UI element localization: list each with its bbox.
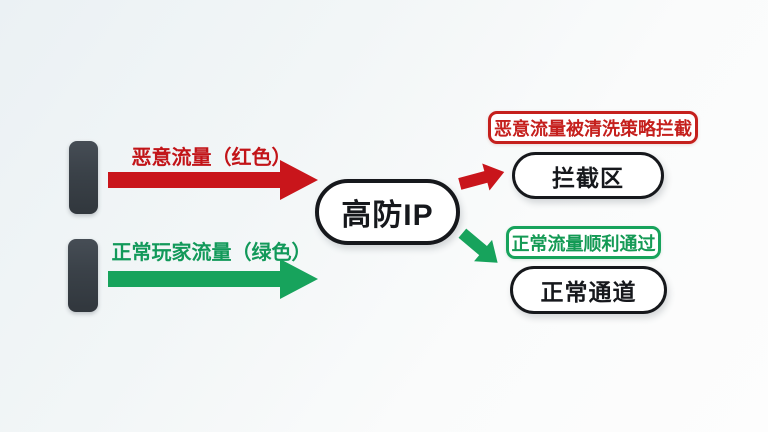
normal-flow-arrow-icon bbox=[108, 259, 318, 299]
malicious-note-badge: 恶意流量被清洗策略拦截 bbox=[488, 111, 698, 144]
normal-note-badge: 正常流量顺利通过 bbox=[506, 226, 661, 259]
pass-branch-arrow-icon bbox=[458, 228, 498, 263]
high-defense-ip-label: 高防IP bbox=[341, 199, 434, 232]
interception-zone-label: 拦截区 bbox=[552, 164, 624, 191]
blocked-branch-arrow-icon bbox=[458, 163, 505, 191]
interception-zone-node: 拦截区 bbox=[512, 152, 664, 199]
normal-source-device-bar bbox=[68, 239, 98, 312]
normal-channel-node: 正常通道 bbox=[510, 266, 667, 314]
normal-channel-label: 正常通道 bbox=[540, 279, 637, 305]
normal-flow-label: 正常玩家流量（绿色） bbox=[111, 242, 312, 264]
high-defense-ip-node: 高防IP bbox=[315, 179, 460, 245]
malicious-flow-label: 恶意流量（红色） bbox=[131, 147, 292, 169]
malicious-flow-arrow-icon bbox=[108, 160, 318, 200]
malicious-source-device-bar bbox=[69, 141, 98, 214]
